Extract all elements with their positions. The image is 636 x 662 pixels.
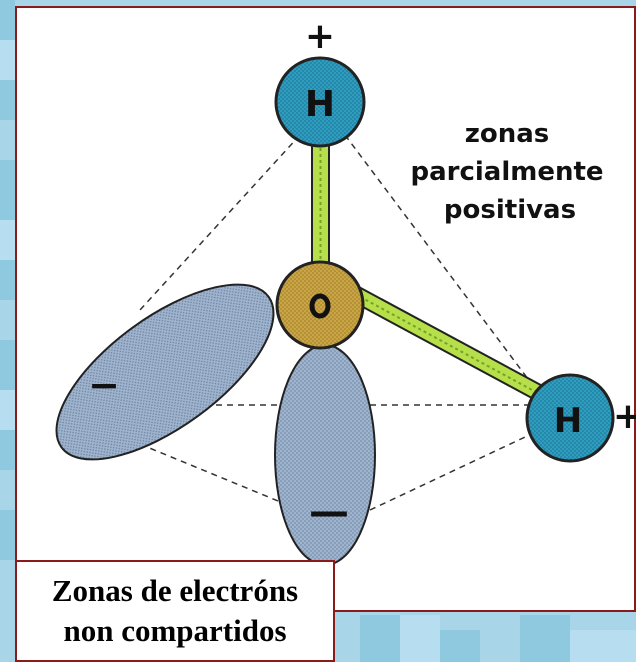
right-hydrogen-label: H bbox=[554, 401, 582, 441]
caption-line1: Zonas de electróns bbox=[51, 573, 299, 608]
lone-pair-left-lobe bbox=[55, 283, 275, 461]
positive-zones-line3: positivas bbox=[444, 195, 576, 225]
hydrogen-atom-right bbox=[525, 373, 615, 463]
bottom-lobe-negative-charge: — bbox=[309, 489, 349, 535]
hydrogen-atom-top bbox=[274, 56, 366, 148]
top-hydrogen-label: H bbox=[305, 84, 335, 125]
left-lobe-negative-charge: − bbox=[88, 363, 120, 407]
oxygen-atom bbox=[275, 260, 365, 350]
lone-pair-caption: Zonas de electróns non compartidos bbox=[15, 560, 335, 662]
bond-right bbox=[348, 284, 552, 406]
right-positive-charge: + bbox=[613, 396, 636, 437]
top-positive-charge: + bbox=[305, 16, 335, 57]
caption-line2: non compartidos bbox=[63, 613, 287, 648]
positive-zones-line2: parcialmente bbox=[410, 157, 603, 187]
positive-zones-line1: zonas bbox=[465, 119, 550, 149]
bond-top bbox=[311, 137, 330, 279]
